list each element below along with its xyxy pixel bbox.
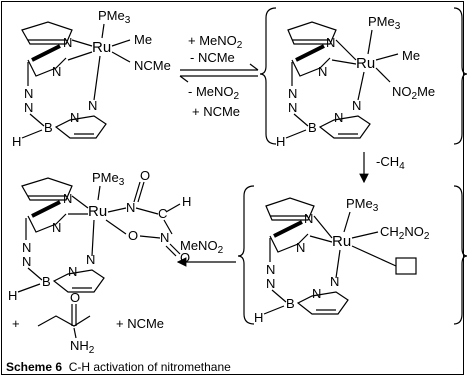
ligand-pme3: PMe3 (92, 170, 125, 188)
equilibrium-arrows: + MeNO2 - NCMe - MeNO2 + NCMe (179, 33, 259, 119)
atom-n: N (288, 86, 297, 101)
atom-n: N (63, 35, 72, 50)
atom-b: B (44, 120, 53, 135)
atom-o: O (70, 290, 80, 305)
reagent-remove-ncme: - NCMe (190, 50, 235, 65)
atom-n: N (352, 98, 361, 113)
atom-n: N (330, 274, 339, 289)
reagent-add-ncme: + NCMe (192, 104, 240, 119)
scheme-frame (1, 1, 464, 375)
ligand-ch2no2: CH2NO2 (380, 224, 430, 242)
atom-n: N (52, 64, 61, 79)
complex-2: N N N N B H N N Ru PMe3 Me NO2Me (259, 7, 467, 149)
reagent-add-menoz-2: MeNO2 (180, 238, 224, 256)
atom-b: B (308, 120, 317, 135)
ligand-ono-me: NO2Me (392, 84, 435, 102)
reagent-remove-menoz: - MeNO2 (188, 84, 240, 102)
atom-n: N (22, 254, 31, 269)
vacant-site-box (395, 257, 417, 275)
reagent-methane-loss: -CH4 (376, 154, 405, 172)
atom-n: N (22, 240, 31, 255)
atom-n: N (126, 200, 135, 215)
atom-n: N (304, 211, 313, 226)
atom-n: N (63, 191, 72, 206)
reagent-add-menoz: + MeNO2 (188, 33, 243, 51)
atom-n: N (318, 64, 327, 79)
ligand-pme3: PMe3 (98, 8, 131, 26)
atom-ru: Ru (88, 203, 107, 220)
atom-n: N (160, 230, 169, 245)
atom-n: N (288, 100, 297, 115)
ligand-me: Me (134, 32, 152, 47)
atom-n: N (24, 100, 33, 115)
atom-n: N (312, 286, 321, 301)
atom-n: N (88, 98, 97, 113)
scheme-caption: Scheme 6 C-H activation of nitromethane (6, 360, 231, 374)
caption-text: C-H activation of nitromethane (68, 360, 231, 374)
atom-ru: Ru (92, 39, 111, 56)
atom-o: O (128, 228, 138, 243)
atom-h: H (12, 134, 21, 149)
atom-n: N (296, 240, 305, 255)
amide-nh2: NH2 (70, 338, 95, 356)
atom-h: H (182, 194, 191, 209)
atom-n: N (68, 264, 77, 279)
atom-c: C (158, 206, 167, 221)
atom-ru: Ru (332, 233, 351, 250)
atom-b: B (286, 296, 295, 311)
atom-n: N (86, 252, 95, 267)
side-products: + O NH2 + NCMe (12, 290, 164, 356)
ligand-ncme: NCMe (134, 58, 171, 73)
plus-ncme: + NCMe (116, 316, 164, 331)
ligand-me: Me (402, 48, 420, 63)
caption-label: Scheme 6 (6, 360, 63, 374)
methane-loss-step: -CH4 (359, 152, 405, 184)
atom-n: N (334, 110, 343, 125)
ligand-pme3: PMe3 (368, 14, 401, 32)
atom-n: N (70, 110, 79, 125)
atom-o: O (180, 250, 190, 265)
atom-ru: Ru (356, 55, 375, 72)
complex-1: N N N N B H N N Ru PMe3 Me NCMe (12, 8, 171, 149)
menoz-addition-step: MeNO2 (176, 238, 236, 267)
atom-b: B (42, 274, 51, 289)
atom-n: N (326, 35, 335, 50)
atom-h: H (8, 288, 17, 303)
atom-h: H (276, 134, 285, 149)
atom-n: N (266, 262, 275, 277)
ligand-pme3: PMe3 (346, 196, 379, 214)
complex-3: N N N N B H N N Ru PMe3 CH2NO2 (237, 185, 467, 325)
product-complex: N N N N B H N N Ru PMe3 N O O C H N O (8, 168, 191, 303)
atom-o: O (140, 168, 150, 183)
atom-n: N (24, 86, 33, 101)
plus-sign: + (12, 316, 20, 331)
atom-n: N (266, 276, 275, 291)
atom-n: N (52, 220, 61, 235)
atom-h: H (254, 310, 263, 325)
